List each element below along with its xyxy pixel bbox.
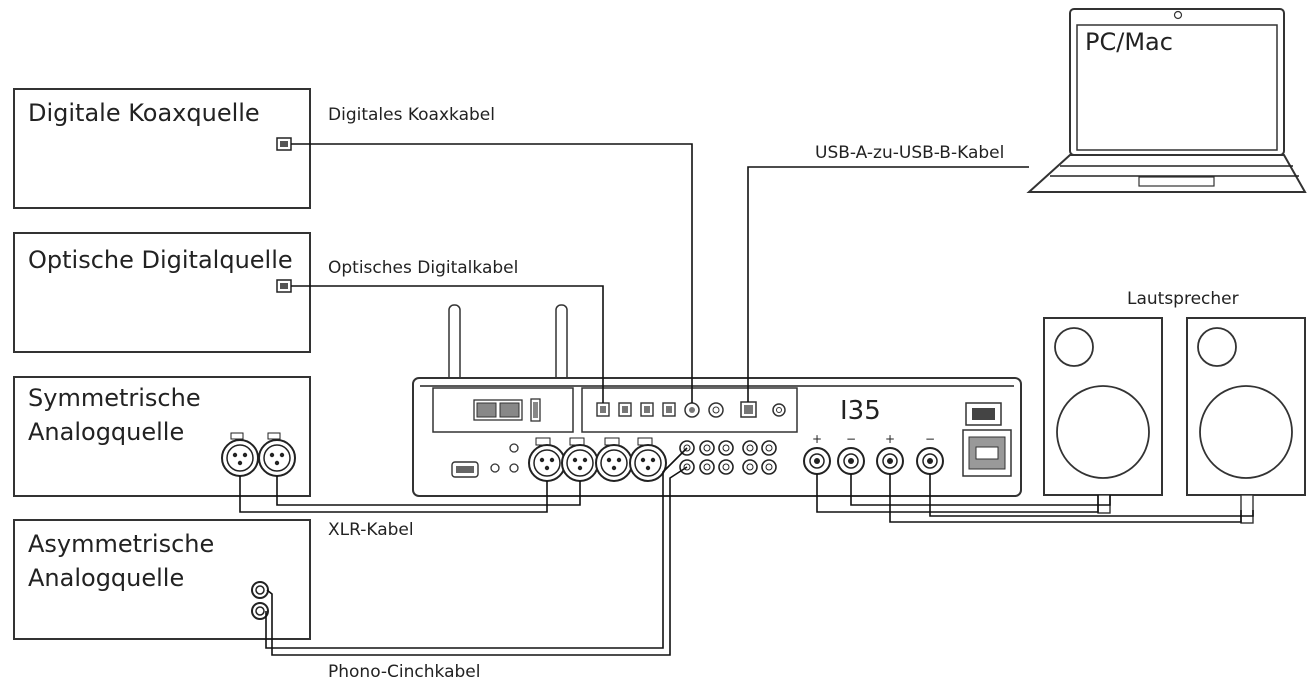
optical-source-label: Optische Digitalquelle: [28, 246, 293, 274]
unbalanced-source-label-line2: Analogquelle: [28, 564, 184, 592]
trigger-port-icon: [490, 463, 500, 473]
phono-cable: Phono-Cinchkabel: [265, 447, 688, 682]
terminal-polarity-3: +: [885, 432, 895, 446]
terminal-polarity-2: −: [846, 432, 856, 446]
coax-cable: Digitales Koaxkabel: [291, 105, 693, 403]
amplifier-rear-panel: I35: [412, 304, 1022, 497]
terminal-polarity-4: −: [925, 432, 935, 446]
speakers-label: Lautsprecher: [1127, 289, 1239, 309]
phono-cable-label: Phono-Cinchkabel: [328, 662, 480, 682]
computer-label: PC/Mac: [1085, 28, 1173, 56]
terminal-polarity-1: +: [812, 432, 822, 446]
coax-cable-label: Digitales Koaxkabel: [328, 105, 495, 125]
ethernet-ports-icon: [473, 399, 523, 421]
rca-output-bottom-icon: [251, 602, 269, 620]
laptop-icon: PC/Mac: [1026, 8, 1307, 193]
coax-inputs-icon: [684, 402, 724, 418]
rca-output-top-icon: [251, 581, 269, 599]
power-inlet-icon: [962, 429, 1012, 477]
balanced-source-label-line2: Analogquelle: [28, 418, 184, 446]
unbalanced-source-label-line1: Asymmetrische: [28, 530, 214, 558]
speaker-left-icon: [1043, 317, 1163, 514]
xlr-inputs-icon: [528, 437, 667, 482]
speaker-right-icon: [1186, 317, 1306, 524]
xlr-output-right-icon: [258, 432, 296, 477]
coax-source-label: Digitale Koaxquelle: [28, 99, 260, 127]
optical-inputs-icon: [596, 402, 676, 417]
optical-cable: Optisches Digitalkabel: [291, 258, 604, 403]
rca-inputs-icon: [679, 440, 777, 475]
rs232-port-icon: [451, 461, 479, 478]
balanced-source-box: Symmetrische Analogquelle: [13, 376, 311, 497]
balanced-source-label-line1: Symmetrische: [28, 384, 201, 412]
usb-cable-label: USB-A-zu-USB-B-Kabel: [815, 143, 1004, 163]
optical-source-box: Optische Digitalquelle: [13, 232, 311, 353]
amplifier-model-label: I35: [840, 396, 881, 426]
speaker-terminals-icon: [803, 447, 944, 475]
power-switch-icon: [965, 402, 1002, 426]
xlr-cable: XLR-Kabel: [239, 476, 581, 540]
optical-cable-label: Optisches Digitalkabel: [328, 258, 518, 278]
speaker-cables: [816, 474, 1254, 523]
usb-cable: USB-A-zu-USB-B-Kabel: [747, 143, 1029, 402]
xlr-cable-label: XLR-Kabel: [328, 520, 414, 540]
coax-source-box: Digitale Koaxquelle: [13, 88, 311, 209]
unbalanced-source-box: Asymmetrische Analogquelle: [13, 519, 311, 640]
